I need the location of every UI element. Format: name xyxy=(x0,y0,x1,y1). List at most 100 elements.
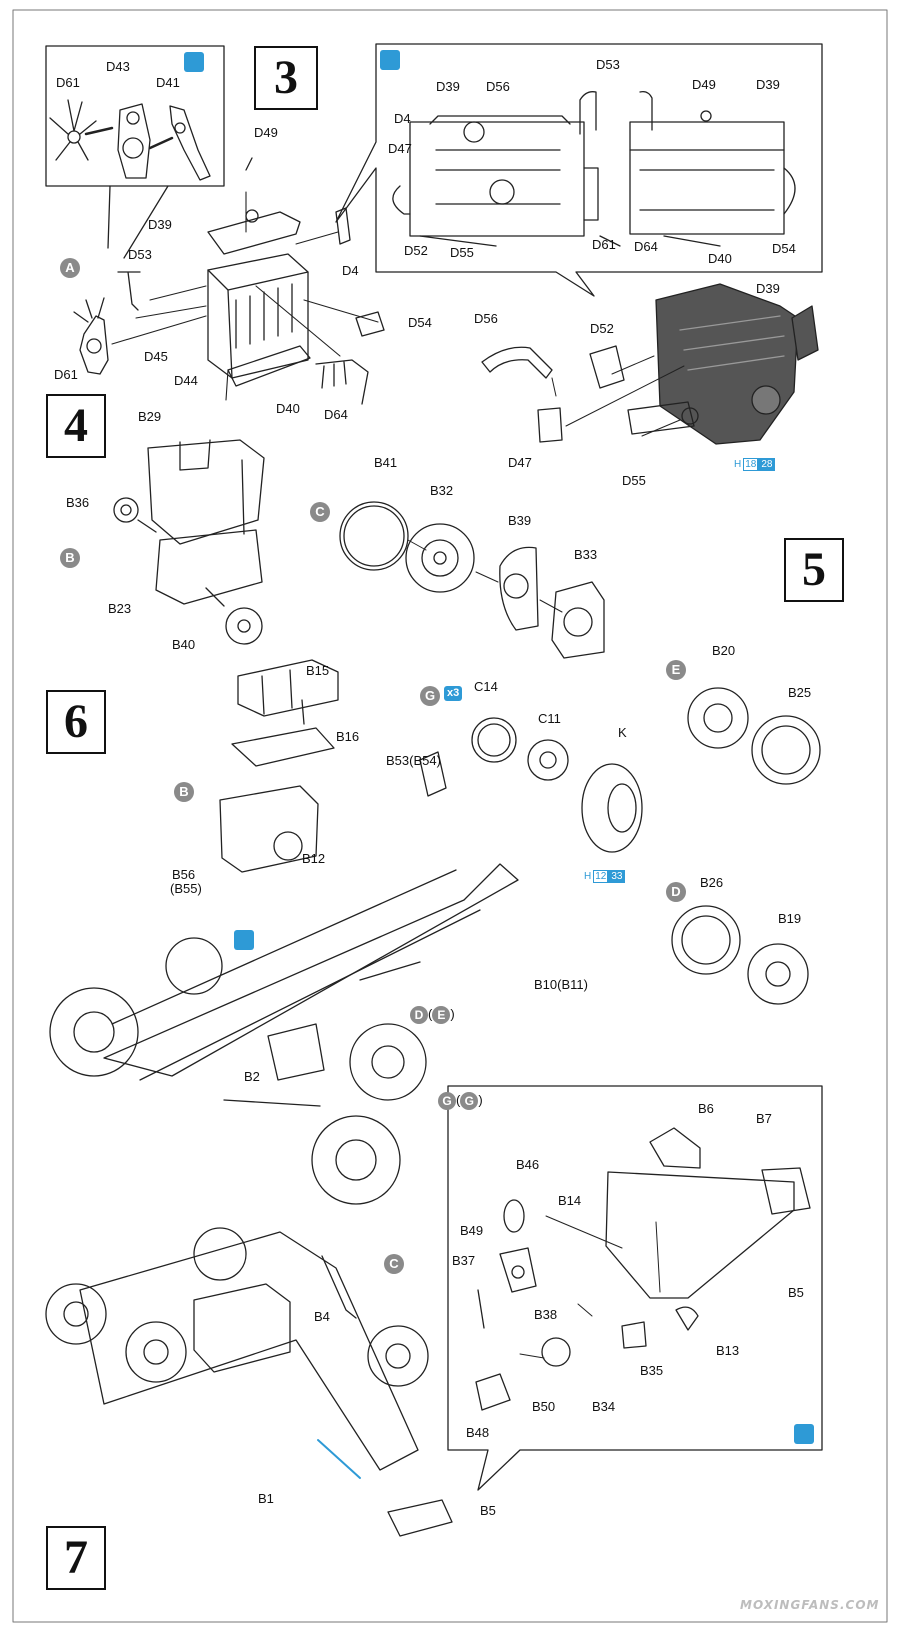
engine-detail-parts xyxy=(481,345,699,443)
marker-d-e-group: D(E) xyxy=(410,1006,455,1024)
step6-wheels xyxy=(471,687,821,1005)
label-b13: B13 xyxy=(716,1343,740,1358)
label-ins-d61: D61 xyxy=(592,237,616,252)
label-b50: B50 xyxy=(532,1399,556,1414)
ref-b: 33 xyxy=(608,870,626,883)
label-b5-inset: B5 xyxy=(788,1285,804,1300)
label-d40: D40 xyxy=(276,401,300,416)
label-b56: B56 xyxy=(172,867,196,882)
ref-a: 18 xyxy=(743,458,759,471)
label-b5-bottom: B5 xyxy=(480,1503,496,1518)
marker-b-step6: B xyxy=(174,782,194,802)
label-b14: B14 xyxy=(558,1193,582,1208)
label-c11: C11 xyxy=(538,711,561,726)
label-b4: B4 xyxy=(314,1309,330,1324)
label-d61-inset: D61 xyxy=(56,75,80,90)
label-d4: D4 xyxy=(342,263,359,278)
label-b36: B36 xyxy=(66,495,90,510)
label-det-d39: D39 xyxy=(756,281,780,296)
label-b20: B20 xyxy=(712,643,736,658)
label-d39: D39 xyxy=(148,217,172,232)
pin-icon xyxy=(380,50,400,70)
label-ins-d4: D4 xyxy=(394,111,411,126)
label-ins-d56: D56 xyxy=(486,79,510,94)
label-ins-d40: D40 xyxy=(708,251,732,266)
label-b39: B39 xyxy=(508,513,532,528)
label-b48: B48 xyxy=(466,1425,490,1440)
d64-part xyxy=(315,359,369,405)
label-ins-d54: D54 xyxy=(772,241,796,256)
engine-callout-bubble xyxy=(335,43,823,297)
label-ins-d52: D52 xyxy=(404,243,428,258)
label-b2: B2 xyxy=(244,1069,260,1084)
label-b40: B40 xyxy=(172,637,196,652)
step4-transmission xyxy=(113,439,265,645)
engine-side-views xyxy=(392,90,796,247)
marker-c-step7: C xyxy=(384,1254,404,1274)
label-b49: B49 xyxy=(460,1223,484,1238)
watermark-text: MOXINGFANS.COM xyxy=(740,1598,880,1612)
label-b23: B23 xyxy=(108,601,132,616)
label-b46: B46 xyxy=(516,1157,540,1172)
marker-b-step4: B xyxy=(60,548,80,568)
step3-arrows xyxy=(111,191,379,401)
step-6-box: 6 xyxy=(46,690,106,754)
label-b38: B38 xyxy=(534,1307,558,1322)
wrench-icon xyxy=(234,930,254,950)
pin-icon xyxy=(794,1424,814,1444)
quantity-x3-badge: x3 xyxy=(444,686,463,701)
step-3-box: 3 xyxy=(254,46,318,110)
step-7-box: 7 xyxy=(46,1526,106,1590)
label-ins-d47: D47 xyxy=(388,141,412,156)
marker-a: A xyxy=(60,258,80,278)
towing-hitch-drawing xyxy=(475,1127,811,1411)
marker-g2-inline: G xyxy=(460,1092,479,1110)
label-b15: B15 xyxy=(306,663,330,678)
label-b6: B6 xyxy=(698,1101,714,1116)
label-det-d52: D52 xyxy=(590,321,614,336)
label-d44: D44 xyxy=(174,373,198,388)
label-d49: D49 xyxy=(254,125,278,140)
label-b19: B19 xyxy=(778,911,802,926)
label-d41: D41 xyxy=(156,75,180,90)
marker-c-step5: C xyxy=(310,502,330,522)
label-b55: (B55) xyxy=(170,881,202,896)
marker-g-g-group: G(G) xyxy=(438,1092,483,1110)
d54-part xyxy=(355,311,385,337)
engine-shaded-view xyxy=(655,283,819,445)
towing-callout-bubble xyxy=(447,1085,823,1491)
marker-e-step6: E xyxy=(666,660,686,680)
step-5-box: 5 xyxy=(784,538,844,602)
label-b37: B37 xyxy=(452,1253,476,1268)
label-b10-b11: B10(B11) xyxy=(534,977,588,992)
marker-e-inline: E xyxy=(432,1006,451,1024)
marker-g-step6: G xyxy=(420,686,440,706)
fan-inset-box xyxy=(45,45,225,187)
label-c14: C14 xyxy=(474,679,498,694)
label-b34: B34 xyxy=(592,1399,616,1414)
marker-d-step6: D xyxy=(666,882,686,902)
d53-part xyxy=(117,271,141,311)
label-b7: B7 xyxy=(756,1111,772,1126)
label-b12: B12 xyxy=(302,851,326,866)
label-det-d56: D56 xyxy=(474,311,498,326)
label-ins-d55: D55 xyxy=(450,245,474,260)
label-b1: B1 xyxy=(258,1491,274,1506)
label-det-d47: D47 xyxy=(508,455,532,470)
fan-inset-drawing xyxy=(49,99,211,181)
d61-part xyxy=(73,297,109,375)
ref-a: 12 xyxy=(593,870,609,883)
marker-g-inline: G xyxy=(438,1092,456,1110)
engine-block-drawing xyxy=(207,157,311,387)
label-ins-d39: D39 xyxy=(436,79,460,94)
label-b25: B25 xyxy=(788,685,812,700)
label-d61: D61 xyxy=(54,367,78,382)
label-d45: D45 xyxy=(144,349,168,364)
label-ins-d49: D49 xyxy=(692,77,716,92)
pin-icon xyxy=(184,52,204,72)
step7-chassis xyxy=(45,1227,453,1537)
